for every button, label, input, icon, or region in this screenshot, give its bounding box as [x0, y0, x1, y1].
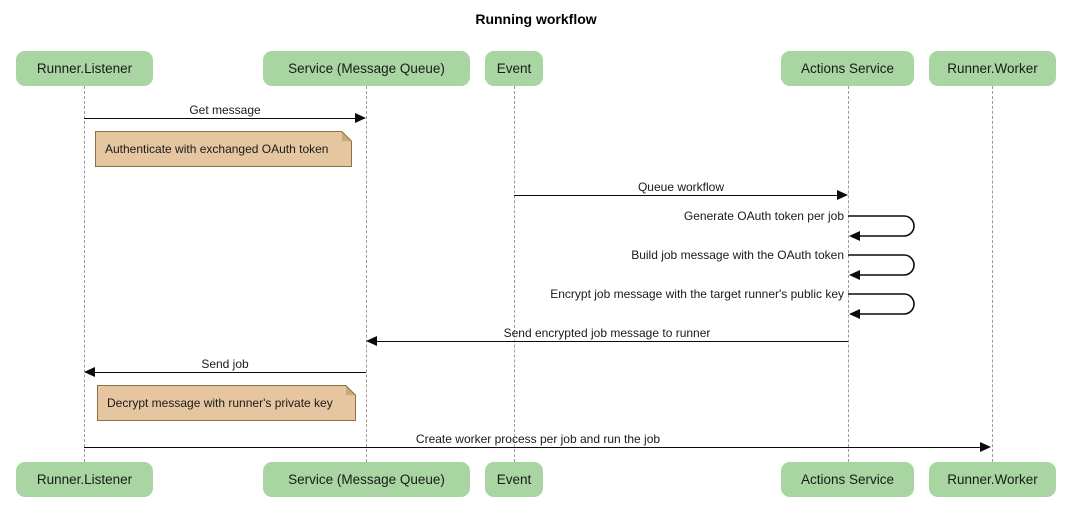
- participant-runner-listener-top[interactable]: Runner.Listener: [16, 51, 153, 86]
- message-line-send-job: [95, 372, 366, 373]
- message-label-build-job-message-with-the-oauth-token: Build job message with the OAuth token: [631, 248, 844, 262]
- participant-event-bottom[interactable]: Event: [485, 462, 543, 497]
- message-line-send-encrypted-job-message-to-runner: [377, 341, 848, 342]
- lifeline-actions-service: [848, 86, 849, 462]
- participant-label: Service (Message Queue): [288, 61, 445, 76]
- participant-label: Runner.Worker: [947, 61, 1038, 76]
- participant-runner-listener-bottom[interactable]: Runner.Listener: [16, 462, 153, 497]
- participant-label: Service (Message Queue): [288, 472, 445, 487]
- self-loop-encrypt-job-message-with-the-target-runners-public-key: [848, 288, 928, 322]
- self-loop-build-job-message-with-the-oauth-token: [848, 249, 928, 283]
- message-label-encrypt-job-message-with-the-target-runners-public-key: Encrypt job message with the target runn…: [550, 287, 844, 301]
- self-loop-generate-oauth-token-per-job: [848, 210, 928, 244]
- participant-label: Runner.Worker: [947, 472, 1038, 487]
- participant-event-top[interactable]: Event: [485, 51, 543, 86]
- message-label-create-worker-process-per-job-and-run-the-job: Create worker process per job and run th…: [415, 432, 661, 446]
- participant-label: Actions Service: [800, 61, 895, 76]
- note-text: Authenticate with exchanged OAuth token: [105, 142, 329, 156]
- note-text: Decrypt message with runner's private ke…: [107, 396, 333, 410]
- arrowhead-queue-workflow: [837, 190, 848, 200]
- message-label-generate-oauth-token-per-job: Generate OAuth token per job: [683, 209, 844, 223]
- message-label-send-job: Send job: [201, 357, 249, 371]
- message-line-get-message: [84, 118, 356, 119]
- participant-label: Actions Service: [800, 472, 895, 487]
- arrowhead-send-job: [84, 367, 95, 377]
- participant-label: Runner.Listener: [36, 61, 133, 76]
- note-decrypt-fold-icon: [346, 385, 356, 395]
- participant-runner-worker-top[interactable]: Runner.Worker: [929, 51, 1056, 86]
- participant-label: Event: [496, 61, 532, 76]
- message-line-queue-workflow: [514, 195, 838, 196]
- participant-runner-worker-bottom[interactable]: Runner.Worker: [929, 462, 1056, 497]
- note-authenticate: Authenticate with exchanged OAuth token: [95, 131, 352, 167]
- participant-label: Event: [496, 472, 532, 487]
- lifeline-runner-listener: [84, 86, 85, 462]
- note-authenticate-fold-icon: [342, 131, 352, 141]
- participant-label: Runner.Listener: [36, 472, 133, 487]
- arrowhead-send-encrypted-job-message-to-runner: [366, 336, 377, 346]
- lifeline-runner-worker: [992, 86, 993, 462]
- message-label-queue-workflow: Queue workflow: [637, 180, 725, 194]
- participant-actions-service-top[interactable]: Actions Service: [781, 51, 914, 86]
- note-decrypt: Decrypt message with runner's private ke…: [97, 385, 356, 421]
- participant-service-message-queue-bottom[interactable]: Service (Message Queue): [263, 462, 470, 497]
- arrowhead-get-message: [355, 113, 366, 123]
- lifeline-service-message-queue: [366, 86, 367, 462]
- message-line-create-worker-process-per-job-and-run-the-job: [84, 447, 981, 448]
- participant-actions-service-bottom[interactable]: Actions Service: [781, 462, 914, 497]
- lifeline-event: [514, 86, 515, 462]
- participant-service-message-queue-top[interactable]: Service (Message Queue): [263, 51, 470, 86]
- arrowhead-create-worker-process-per-job-and-run-the-job: [980, 442, 991, 452]
- diagram-title: Running workflow: [475, 11, 597, 27]
- message-label-get-message: Get message: [189, 103, 261, 117]
- message-label-send-encrypted-job-message-to-runner: Send encrypted job message to runner: [503, 326, 711, 340]
